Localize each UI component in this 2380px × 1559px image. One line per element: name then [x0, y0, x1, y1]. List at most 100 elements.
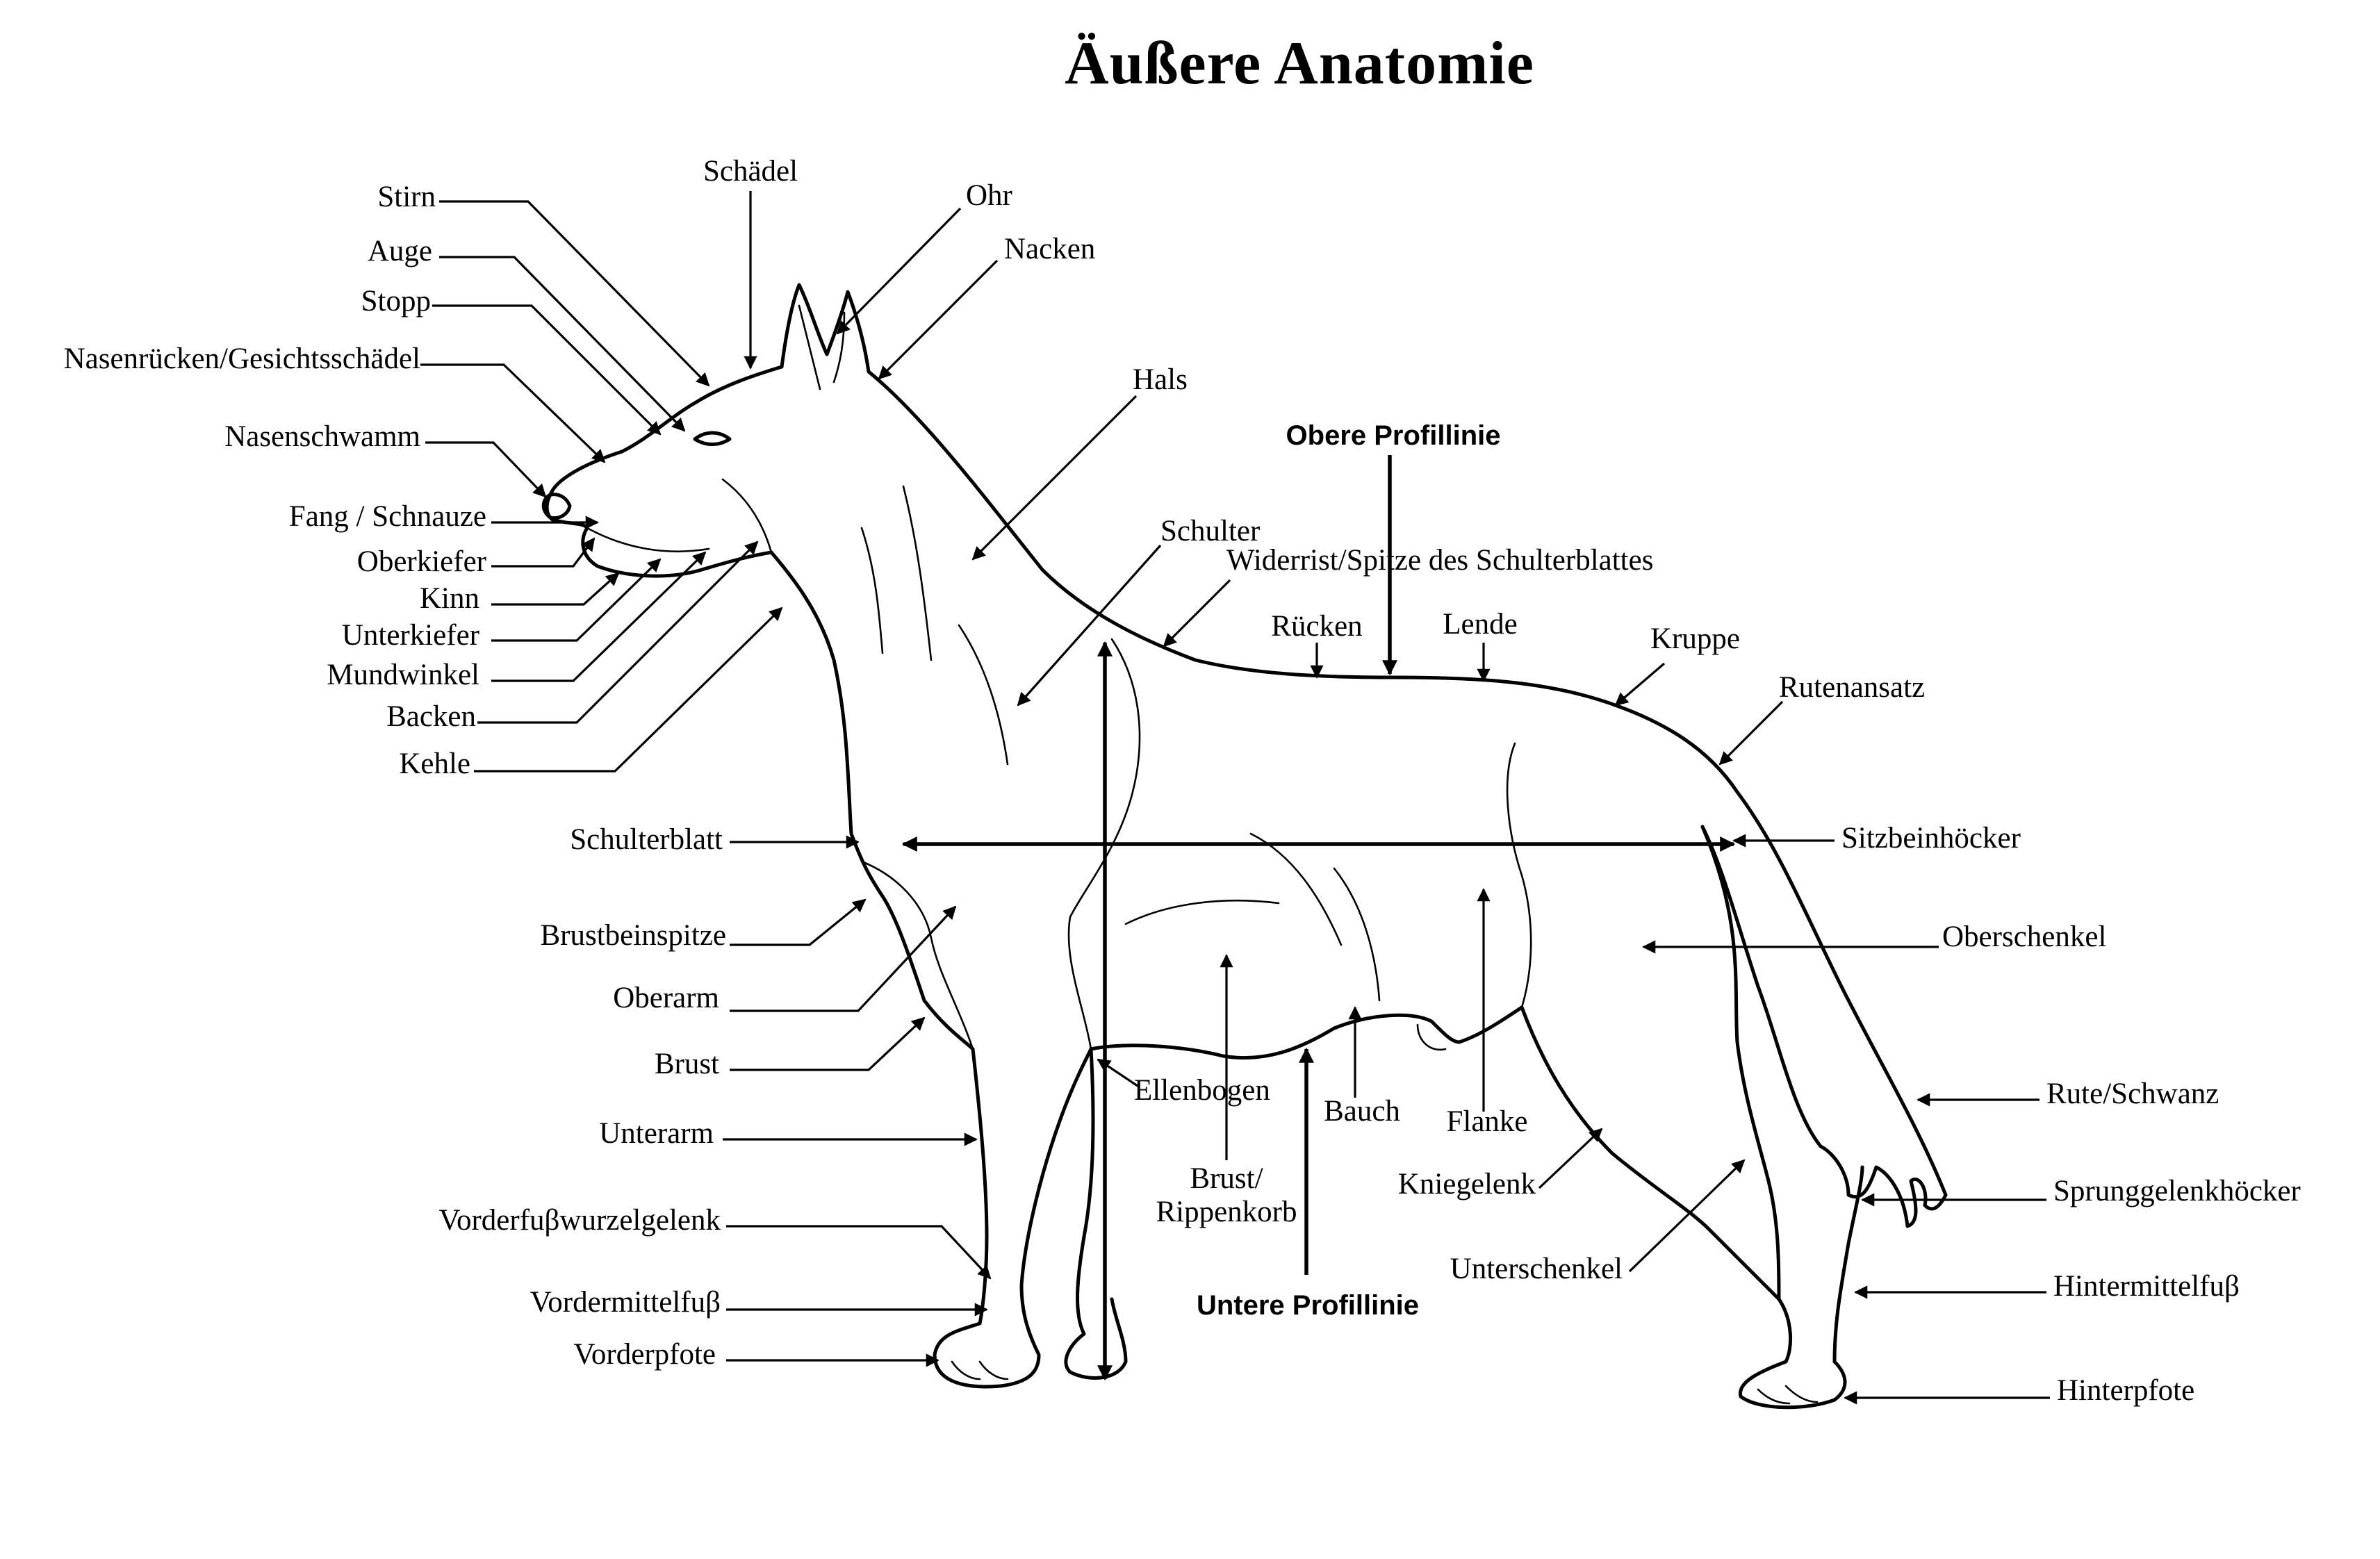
label-schaedel: Schädel: [703, 155, 798, 188]
label-vorderpfote: Vorderpfote: [573, 1338, 716, 1371]
dog-front-leg-far: [1064, 1047, 1128, 1380]
dog-hind-paw-toes: [1757, 1385, 1819, 1405]
label-oberschenkel: Oberschenkel: [1942, 921, 2106, 953]
dog-neck-fur-2: [958, 624, 1009, 766]
leader-lines: [420, 191, 2050, 1405]
label-rute: Rute/Schwanz: [2046, 1078, 2219, 1110]
label-nacken: Nacken: [1004, 233, 1095, 265]
label-hinterpfote: Hinterpfote: [2057, 1374, 2194, 1407]
label-vordermittelfuss: Vordermittelfuβ: [530, 1286, 721, 1319]
leader-kniegelenk: [1538, 1128, 1603, 1189]
label-vorderfusswurzel: Vorderfuβwurzelgelenk: [438, 1204, 721, 1237]
label-unterkiefer: Unterkiefer: [342, 619, 479, 652]
label-hals: Hals: [1133, 363, 1188, 396]
dog-outline-top: [548, 283, 1948, 1197]
leader-nasenruecken: [420, 363, 606, 463]
leader-widerrist: [1163, 579, 1231, 647]
dog-neck-fur-3: [860, 527, 884, 654]
label-fang: Fang / Schnauze: [289, 500, 486, 533]
dog-thigh-contour: [1506, 742, 1532, 1009]
dog-belly: [1089, 1005, 1524, 1060]
leader-rutenansatz: [1718, 700, 1784, 766]
label-stopp: Stopp: [361, 285, 431, 317]
page-title: Äußere Anatomie: [1065, 30, 1534, 97]
dog-hind-leg-far: [1700, 825, 1781, 1301]
dog-mouth-line: [586, 527, 710, 552]
label-ohr: Ohr: [966, 179, 1012, 212]
leader-nacken: [878, 259, 999, 380]
dog-nose: [541, 493, 572, 520]
label-schulterblatt: Schulterblatt: [570, 823, 723, 856]
label-kinn: Kinn: [420, 582, 479, 615]
label-oberkiefer: Oberkiefer: [357, 545, 486, 578]
leader-kehle: [474, 607, 783, 773]
dog-throat-chest: [769, 550, 975, 1051]
leader-vorderfusswurzel: [726, 1225, 992, 1280]
leader-ohr: [836, 207, 962, 335]
label-brust: Brust: [655, 1048, 719, 1080]
label-untere-profillinie: Untere Profillinie: [1197, 1290, 1419, 1321]
label-brustbeinspitze: Brustbeinspitze: [540, 919, 726, 952]
leader-nasenschwamm: [425, 441, 547, 498]
labels: Stirn Auge Stopp Nasenrücken/Gesichtssch…: [64, 155, 2301, 1407]
leader-brustbeinspitze: [730, 898, 867, 946]
label-kniegelenk: Kniegelenk: [1398, 1168, 1536, 1201]
leader-backen: [477, 541, 759, 724]
label-rutenansatz: Rutenansatz: [1779, 671, 1925, 704]
label-nasenruecken: Nasenrücken/Gesichtsschädel: [64, 343, 420, 375]
label-auge: Auge: [368, 235, 432, 267]
label-flanke: Flanke: [1446, 1105, 1527, 1138]
dog-rib-hint-2: [1249, 832, 1343, 946]
label-obere-profillinie: Obere Profillinie: [1286, 420, 1501, 451]
dog-upper-arm-contour: [860, 860, 974, 1050]
leader-stopp: [432, 304, 662, 436]
dog-neck-fur-1: [902, 485, 933, 661]
dog-hind-leg-near: [1520, 1005, 1864, 1410]
dog-muzzle: [545, 493, 773, 578]
dog-illustration: [541, 283, 1948, 1410]
leader-kruppe: [1614, 662, 1666, 707]
label-oberarm: Oberarm: [613, 982, 719, 1014]
label-lende: Lende: [1443, 608, 1517, 641]
leader-auge: [439, 256, 686, 432]
label-bauch: Bauch: [1324, 1095, 1400, 1128]
label-unterarm: Unterarm: [599, 1117, 714, 1150]
label-ruecken: Rücken: [1271, 610, 1362, 643]
leader-mundwinkel: [491, 551, 707, 682]
dog-front-leg-near: [933, 1047, 1093, 1389]
label-nasenschwamm: Nasenschwamm: [224, 420, 420, 453]
label-stirn: Stirn: [377, 181, 436, 213]
leader-unterschenkel: [1628, 1159, 1746, 1273]
leader-stirn: [439, 200, 710, 387]
dog-ear-inner: [798, 304, 821, 390]
dog-cheek: [721, 478, 773, 554]
dog-groin: [1416, 1023, 1447, 1051]
leader-unterkiefer: [491, 558, 662, 642]
label-hintermittelfuss: Hintermittelfuβ: [2053, 1270, 2240, 1303]
leader-ellenbogen: [1097, 1058, 1140, 1089]
label-ellenbogen: Ellenbogen: [1134, 1074, 1270, 1107]
label-schulter: Schulter: [1160, 515, 1260, 547]
label-unterschenkel: Unterschenkel: [1450, 1253, 1623, 1285]
label-mundwinkel: Mundwinkel: [327, 659, 479, 691]
label-brustkorb-1: Brust/: [1190, 1162, 1263, 1195]
label-brustkorb-2: Rippenkorb: [1156, 1196, 1297, 1228]
leader-oberkiefer: [491, 537, 596, 568]
dog-rib-hint-3: [1333, 867, 1381, 1002]
leader-schulter: [1017, 544, 1162, 707]
dog-tail: [1700, 825, 1948, 1228]
dog-eye: [693, 431, 732, 446]
leader-kinn: [491, 572, 620, 606]
dog-front-paw-toes: [951, 1360, 1009, 1380]
label-sprunggelenk: Sprunggelenkhöcker: [2053, 1175, 2301, 1207]
leader-hals: [971, 395, 1138, 561]
label-backen: Backen: [386, 700, 476, 733]
label-kruppe: Kruppe: [1650, 622, 1740, 655]
leader-brust: [730, 1016, 926, 1071]
label-widerrist: Widerrist/Spitze des Schulterblattes: [1226, 544, 1653, 577]
leader-oberarm: [730, 905, 957, 1012]
dog-rib-hint-1: [1124, 899, 1280, 925]
label-kehle: Kehle: [399, 748, 470, 780]
label-sitzbeinhoecker: Sitzbeinhöcker: [1841, 822, 2021, 855]
